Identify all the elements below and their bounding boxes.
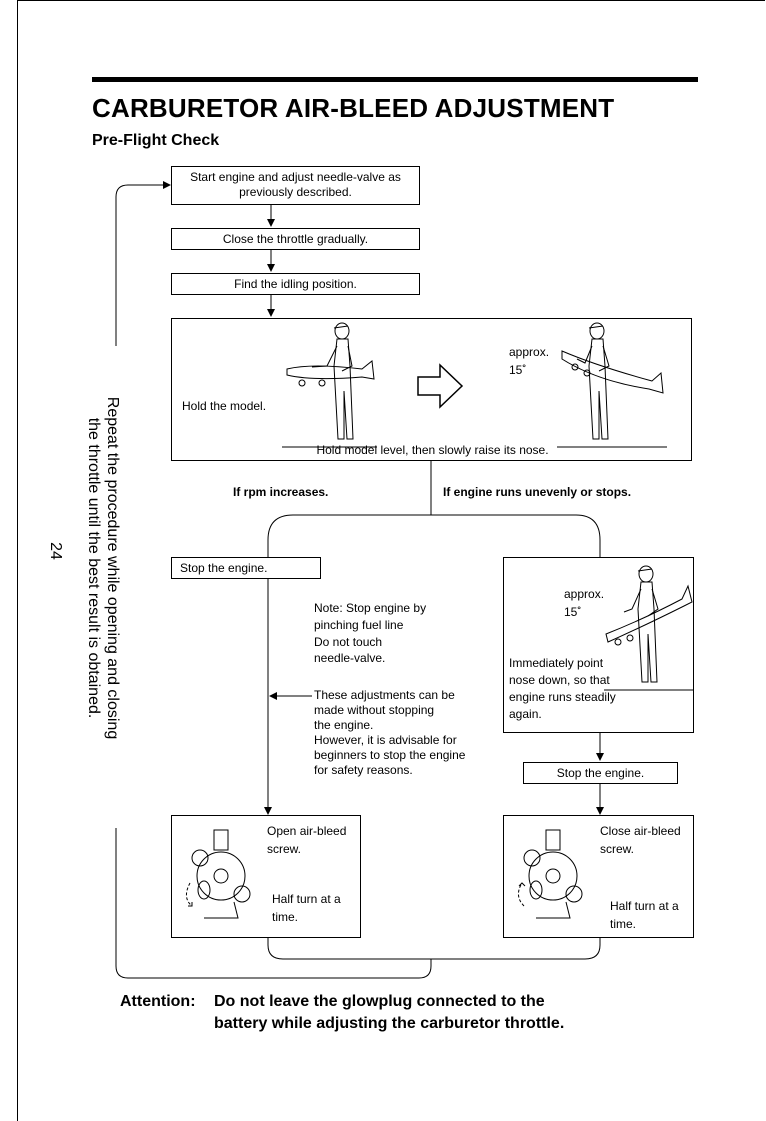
close-box-line-1: Close air-bleed (600, 824, 681, 838)
page-border (17, 0, 765, 1121)
panel-angle-label: approx. (509, 345, 550, 359)
hold-model-panel: Hold the model. approx. 15˚ Hold model l… (171, 318, 692, 461)
panel-caption: Hold model level, then slowly raise its … (316, 443, 549, 457)
attention-line-1: Do not leave the glowplug connected to t… (214, 993, 545, 1010)
open-box-line-1: Open air-bleed (267, 824, 347, 838)
step-close-throttle-text: Close the throttle gradually. (222, 232, 369, 246)
attention-line-2: battery while adjusting the carburetor t… (214, 1015, 565, 1032)
attention-note: Attention: Do not leave the glowplug conn… (120, 991, 564, 1035)
hold-model-label: Hold the model. (182, 399, 267, 413)
panel-angle-value: 15˚ (509, 363, 527, 377)
page-number: 24 (46, 542, 64, 560)
close-box-line-3: Half turn at a (610, 899, 679, 913)
open-box-line-4: time. (272, 910, 299, 924)
open-box-line-2: screw. (267, 842, 302, 856)
right-arrow-icon (417, 363, 464, 409)
branch-runs-unevenly: If engine runs unevenly or stops. (443, 485, 632, 499)
carburetor-close-illustration (518, 829, 583, 919)
branch-rpm-increases: If rpm increases. (233, 485, 329, 499)
close-box-line-4: time. (610, 917, 637, 931)
open-air-bleed-box: Open air-bleed screw. Half turn at a tim… (171, 815, 361, 938)
title-rule (92, 77, 698, 82)
note-line-1: Note: Stop engine by (314, 601, 427, 615)
adjust-note-line-1: These adjustments can be (314, 688, 455, 702)
close-box-line-2: screw. (600, 842, 635, 856)
repeat-procedure-note: Repeat the procedure while opening and c… (82, 378, 122, 758)
note-line-3: Do not touch (314, 635, 383, 649)
step-find-idle: Find the idling position. (171, 273, 420, 295)
page-title: CARBURETOR AIR-BLEED ADJUSTMENT (92, 93, 615, 123)
person-raising-nose-illustration (557, 322, 667, 448)
repeat-procedure-line-1: Repeat the procedure while opening and c… (104, 396, 121, 740)
repeat-procedure-line-2: the throttle until the best result is ob… (85, 417, 102, 719)
stop-engine-right-text: Stop the engine. (556, 766, 645, 780)
adjust-note-line-5: beginners to stop the engine (314, 748, 466, 762)
page-subtitle: Pre-Flight Check (92, 132, 220, 149)
carburetor-open-illustration (186, 829, 251, 919)
nose-down-text-1: Immediately point (509, 656, 604, 670)
attention-label: Attention: (120, 993, 196, 1010)
nose-down-text-2: nose down, so that (509, 673, 610, 687)
step-start-engine-text: Start engine and adjust needle-valve as … (190, 170, 401, 199)
stop-engine-right: Stop the engine. (523, 762, 678, 784)
nose-down-text-3: engine runs steadily (509, 690, 616, 704)
step-close-throttle: Close the throttle gradually. (171, 228, 420, 250)
adjust-note-line-6: for safety reasons. (314, 763, 413, 777)
note-line-4: needle-valve. (314, 651, 386, 665)
adjust-note-line-3: the engine. (314, 718, 374, 732)
nose-down-panel: approx. 15˚ Immediately point nose down,… (503, 557, 694, 733)
note-line-2: pinching fuel line (314, 618, 404, 632)
open-box-line-3: Half turn at a (272, 892, 341, 906)
nose-down-text-4: again. (509, 707, 542, 721)
adjust-note-line-4: However, it is advisable for (314, 733, 457, 747)
right-panel-angle-value: 15˚ (564, 605, 582, 619)
person-holding-level-illustration (282, 322, 377, 448)
stop-engine-left-text: Stop the engine. (180, 561, 268, 575)
person-nose-down-illustration (604, 565, 694, 691)
adjust-note-line-2: made without stopping (314, 703, 435, 717)
step-start-engine: Start engine and adjust needle-valve as … (171, 166, 420, 205)
stop-engine-left: Stop the engine. (171, 557, 321, 579)
right-panel-angle-label: approx. (564, 587, 605, 601)
close-air-bleed-box: Close air-bleed screw. Half turn at a ti… (503, 815, 694, 938)
step-find-idle-text: Find the idling position. (234, 277, 357, 291)
